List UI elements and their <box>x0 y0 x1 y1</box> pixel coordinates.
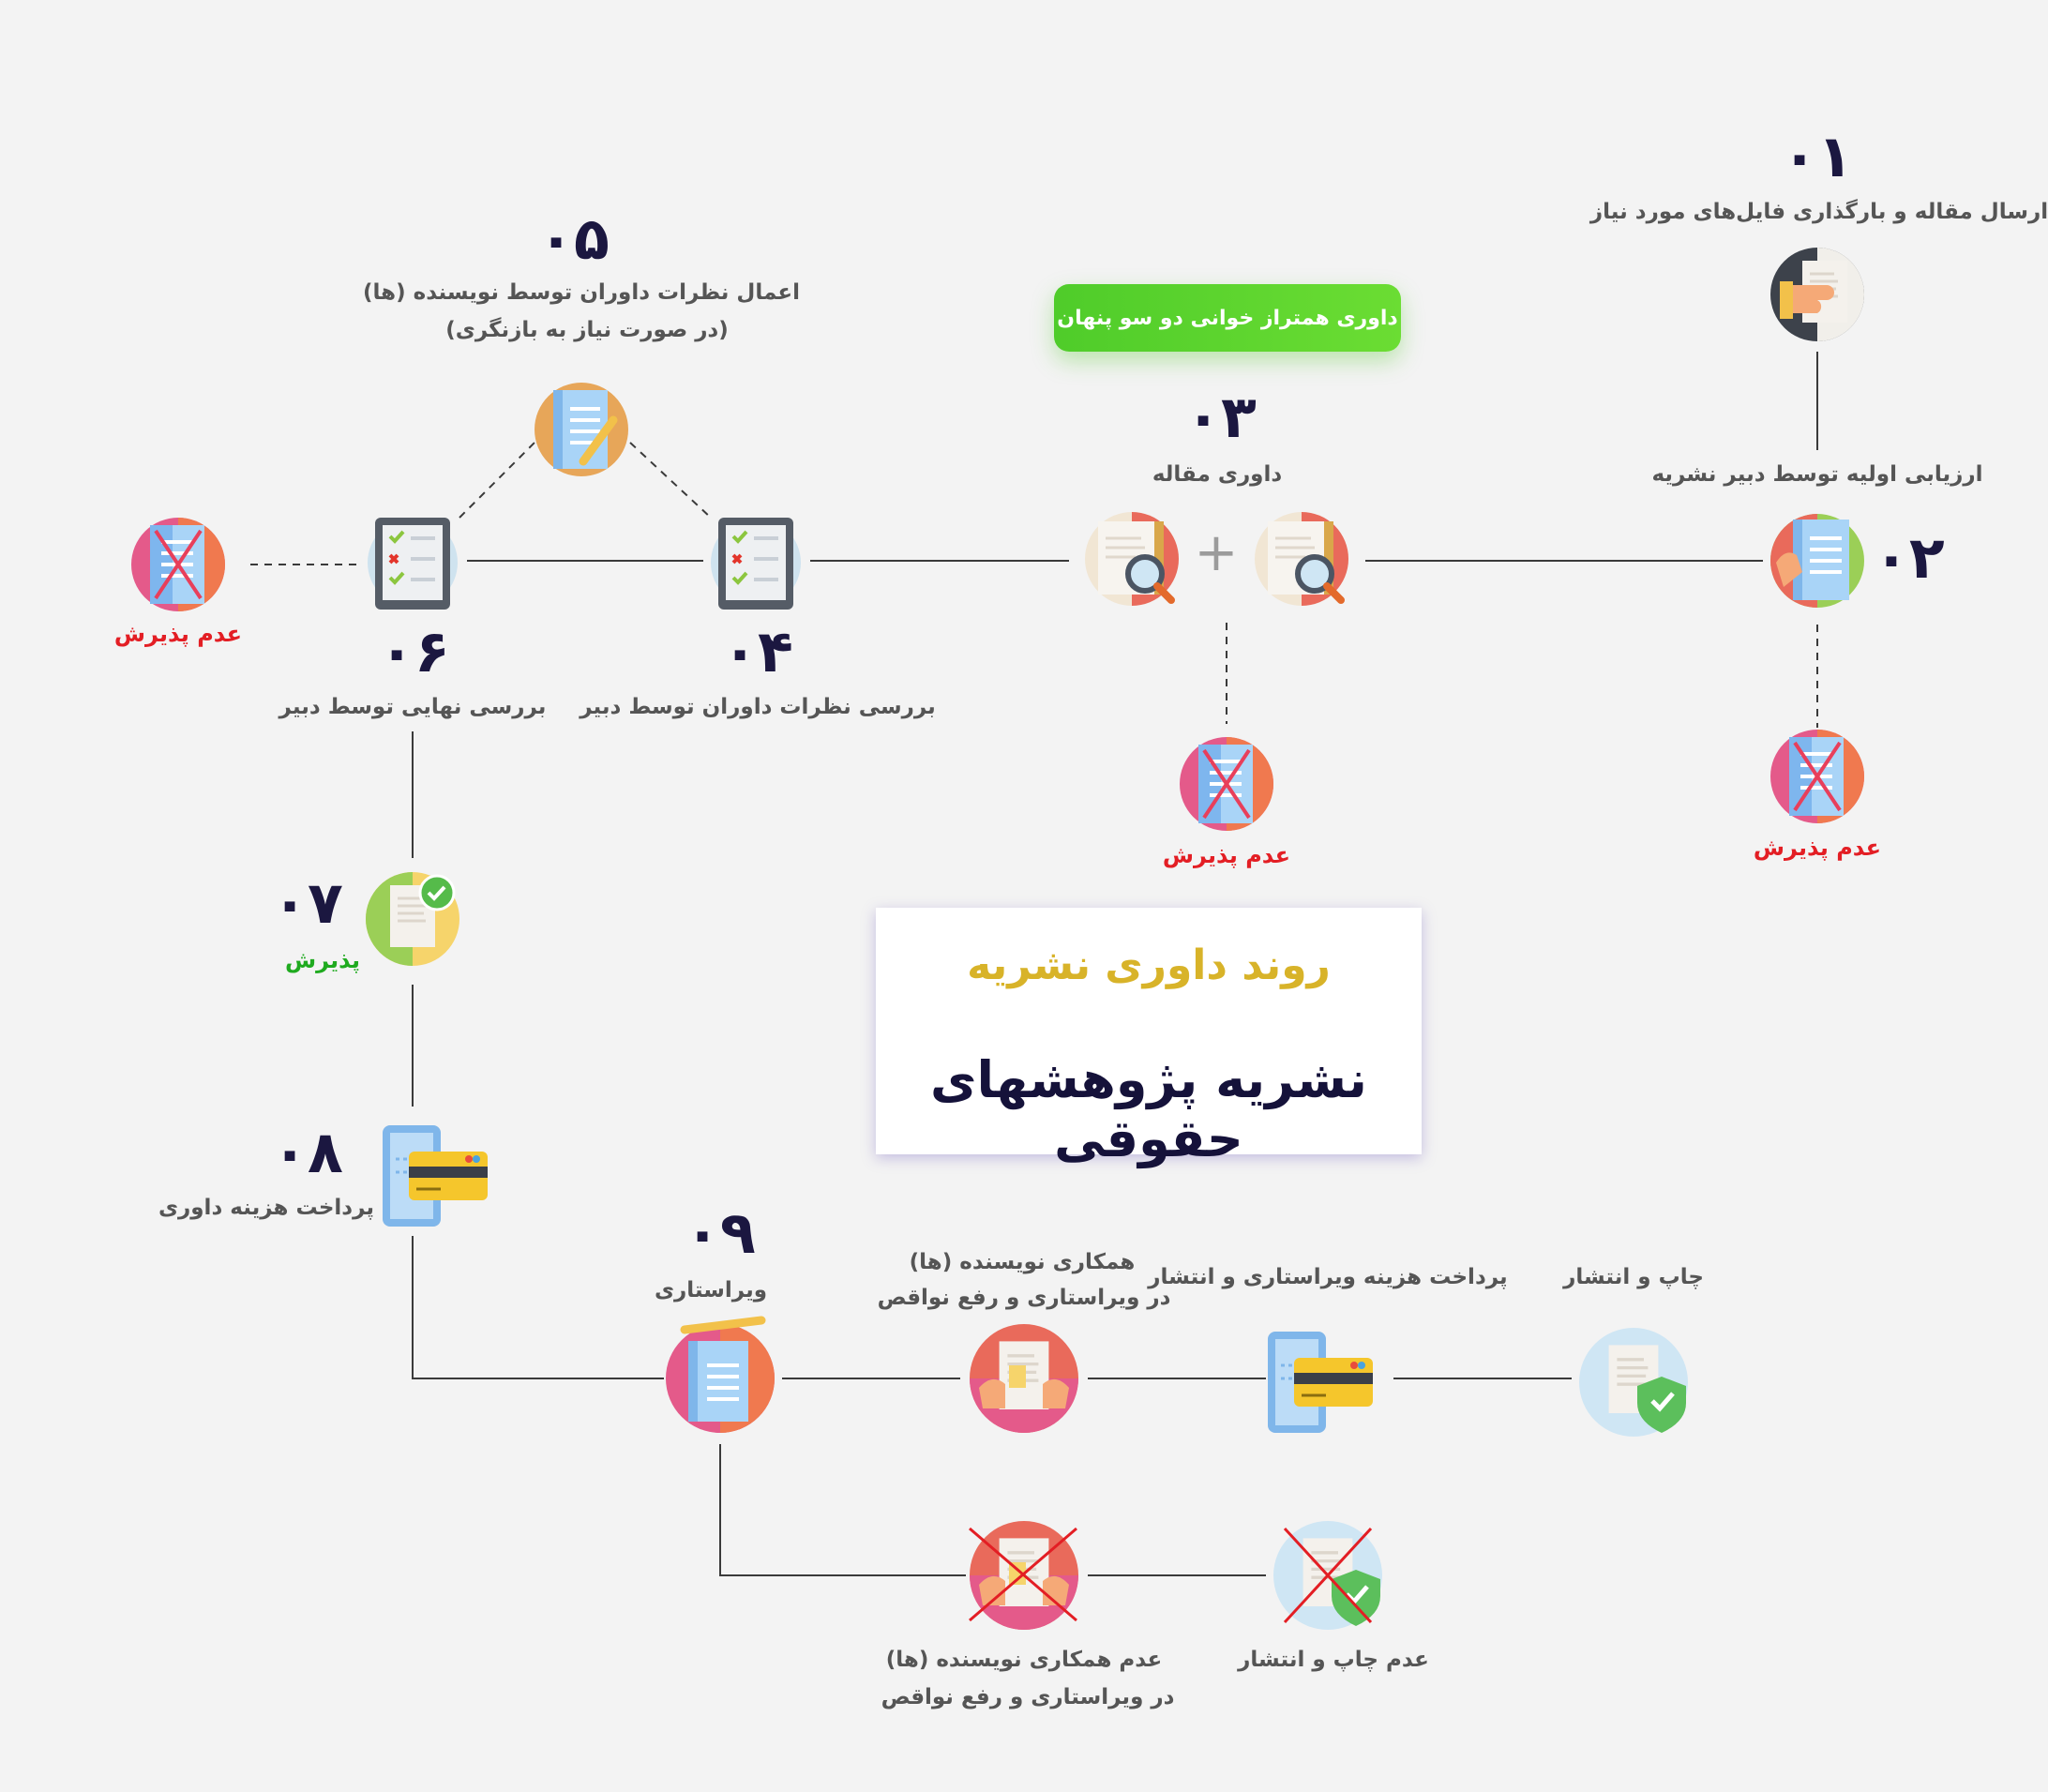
no-cooperation-label-line1: عدم همکاری نویسنده (ها) <box>885 1648 1163 1672</box>
double-blind-review-badge: داوری همتراز خوانی دو سو پنهان <box>1054 284 1401 352</box>
cooperation-label-line2: در ویراستاری و رفع نواقص <box>877 1286 1171 1310</box>
step-number-07: ۰۷ <box>272 868 343 937</box>
publish-label: چاپ و انتشار <box>1563 1265 1704 1289</box>
no-cooperation-icon <box>969 1521 1078 1630</box>
submit-document-icon <box>1770 248 1864 341</box>
step-number-08: ۰۸ <box>272 1118 343 1186</box>
reject-document-icon <box>1769 728 1866 825</box>
review-magnifier-icon <box>1085 512 1179 606</box>
step-label-04: بررسی نظرات داوران توسط دبیر <box>580 695 936 719</box>
step-number-02: ۰۲ <box>1874 523 1945 592</box>
step-label-05-line1: اعمال نظرات داوران توسط نویسنده (ها) <box>363 280 800 305</box>
plus-sign: + <box>1195 522 1239 583</box>
no-publish-label: عدم چاپ و انتشار <box>1238 1648 1429 1672</box>
accepted-document-icon <box>366 872 459 966</box>
step-label-05-line2: (در صورت نیاز به بازنگری) <box>445 318 729 342</box>
checklist-icon <box>709 516 803 611</box>
step-number-01: ۰۱ <box>1782 122 1853 190</box>
reject-document-icon <box>129 516 227 613</box>
no-publish-icon <box>1273 1521 1382 1630</box>
step-label-08: پرداخت هزینه داوری <box>158 1196 375 1220</box>
journal-name: نشریه پژوهشهای حقوقی <box>930 1050 1367 1168</box>
payment-card-icon <box>1266 1330 1375 1435</box>
checklist-icon <box>366 516 459 611</box>
cooperation-label-line1: همکاری نویسنده (ها) <box>909 1250 1136 1274</box>
title-box: روند داوری نشریه نشریه پژوهشهای حقوقی <box>876 908 1422 1168</box>
pay-edit-label: پرداخت هزینه ویراستاری و انتشار <box>1148 1265 1508 1289</box>
editing-document-icon <box>666 1316 775 1433</box>
accept-label: پذیرش <box>285 947 360 973</box>
reject-label: عدم پذیرش <box>113 621 243 647</box>
diagram-title: روند داوری نشریه <box>967 941 1331 989</box>
review-magnifier-icon <box>1255 512 1348 606</box>
initial-review-icon <box>1770 514 1864 608</box>
step-number-05: ۰۵ <box>538 204 610 273</box>
step-number-06: ۰۶ <box>379 617 450 685</box>
step-label-06: بررسی نهایی توسط دبیر <box>279 695 547 719</box>
step-number-04: ۰۴ <box>722 617 793 685</box>
step-label-01: ارسال مقاله و بارگذاری فایل‌های مورد نیا… <box>1589 200 2048 224</box>
step-label-03: داوری مقاله <box>1152 462 1283 487</box>
step-label-02: ارزیابی اولیه توسط دبیر نشریه <box>1651 462 1983 487</box>
reject-label: عدم پذیرش <box>1753 835 1882 861</box>
publish-shield-icon <box>1579 1328 1688 1437</box>
step-label-09: ویراستاری <box>654 1278 768 1303</box>
step-number-09: ۰۹ <box>685 1198 756 1267</box>
step-number-03: ۰۳ <box>1185 383 1257 451</box>
reject-document-icon <box>1178 735 1275 833</box>
payment-card-icon <box>381 1123 489 1228</box>
author-cooperation-icon <box>970 1324 1078 1433</box>
reject-label: عدم پذیرش <box>1162 842 1291 868</box>
no-cooperation-label-line2: در ویراستاری و رفع نواقص <box>881 1685 1175 1709</box>
edit-document-icon <box>535 383 628 476</box>
